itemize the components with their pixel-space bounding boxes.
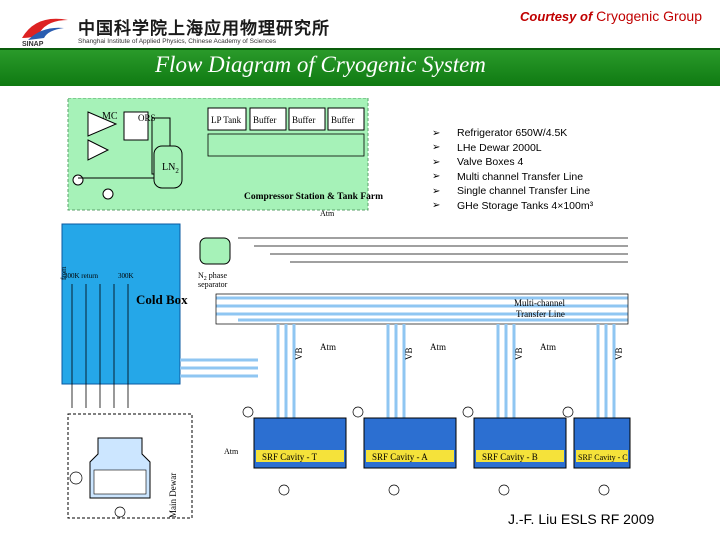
n2-phase-separator	[199, 237, 231, 265]
ln2-tank	[153, 145, 183, 189]
spec-item: ➢ GHe Storage Tanks 4×100m³	[432, 199, 593, 214]
bullet-arrow-icon: ➢	[432, 127, 441, 139]
spec-text: Multi channel Transfer Line	[457, 170, 584, 183]
buffer-tank	[327, 107, 365, 131]
courtesy-group: Cryogenic Group	[596, 8, 702, 24]
ln2-label: LN2	[162, 162, 179, 175]
buffer-label: Buffer	[331, 115, 354, 125]
srf-cavities: SRF Cavity - T SRF Cavity - A SRF Cavity…	[253, 417, 631, 469]
courtesy-credit: Courtesy of Cryogenic Group	[520, 8, 702, 24]
bullet-arrow-icon: ➢	[432, 142, 441, 154]
ors-label: ORS	[138, 113, 156, 123]
atm-label: Atm	[540, 342, 556, 352]
cavity-label: SRF Cavity - B	[482, 452, 538, 462]
cavity-label-bg	[366, 450, 454, 462]
cold-box-top-label2: 300K	[118, 272, 134, 280]
second-compressor-symbol	[87, 139, 110, 161]
buffer-label: Buffer	[253, 115, 276, 125]
cryogenic-flow-diagram: MC ORS LN2 LP Tank Buffer Buffer Buffer …	[60, 98, 631, 519]
cold-box-label: Cold Box	[136, 292, 188, 307]
bullet-arrow-icon: ➢	[432, 185, 441, 197]
system-specs-list: ➢ Refrigerator 650W/4.5K ➢ LHe Dewar 2000L…	[432, 126, 593, 213]
multichannel-label-1: Multi-channel	[514, 298, 565, 308]
atm-label-dewar: Atm	[224, 447, 239, 456]
cavity-label-bg	[256, 450, 344, 462]
compressor-station-label: Compressor Station & Tank Farm	[244, 192, 383, 202]
ors-unit	[123, 111, 149, 141]
spec-text: Refrigerator 650W/4.5K	[457, 127, 568, 140]
cold-box	[61, 223, 181, 385]
cavity-label: SRF Cavity - T	[262, 452, 318, 462]
spec-text: Valve Boxes 4	[457, 156, 524, 169]
vb-label: VB	[614, 347, 624, 360]
transfer-line-outline	[215, 237, 629, 325]
main-compressor-symbol	[87, 111, 118, 137]
spec-item: ➢ Refrigerator 650W/4.5K	[432, 126, 593, 141]
multichannel-transfer-line	[180, 296, 628, 378]
dewar-liquid-level	[93, 469, 147, 495]
valve-box-drops	[276, 324, 616, 418]
vb-label: VB	[514, 347, 524, 360]
cavity-label-bg	[476, 450, 564, 462]
spec-item: ➢ Valve Boxes 4	[432, 155, 593, 170]
vb-label: VB	[294, 347, 304, 360]
spec-item: ➢ LHe Dewar 2000L	[432, 141, 593, 156]
buffer-label: Buffer	[292, 115, 315, 125]
courtesy-prefix: Courtesy of	[520, 9, 593, 24]
buffer-tanks: Buffer Buffer Buffer	[249, 107, 365, 131]
buffer-tank	[288, 107, 326, 131]
cavity-label: SRF Cavity - A	[372, 452, 428, 462]
bullet-arrow-icon: ➢	[432, 156, 441, 168]
bullet-arrow-icon: ➢	[432, 171, 441, 183]
multichannel-label-2: Transfer Line	[516, 309, 565, 319]
sinap-emblem-icon	[22, 18, 68, 40]
spec-text: GHe Storage Tanks 4×100m³	[457, 199, 594, 212]
lp-tank	[207, 107, 247, 131]
instrument-p1	[72, 174, 84, 186]
bullet-arrow-icon: ➢	[432, 200, 441, 212]
n2-separator-label-line2: separator	[198, 280, 228, 289]
spec-text: LHe Dewar 2000L	[457, 141, 542, 154]
institute-logo	[18, 12, 268, 50]
instrument-bubbles	[69, 406, 610, 518]
cavity-label: SRF Cavity - C	[578, 453, 628, 462]
spec-text: Single channel Transfer Line	[457, 185, 591, 198]
slide-title: Flow Diagram of Cryogenic System	[155, 52, 486, 77]
cold-box-pipes	[71, 284, 129, 408]
spec-item: ➢ Single channel Transfer Line	[432, 184, 593, 199]
mc-label: MC	[102, 111, 118, 122]
buffer-tank	[249, 107, 287, 131]
cold-box-top-label: 300K return	[64, 272, 99, 280]
atm-label: Atm	[320, 342, 336, 352]
atm-label: Atm	[430, 342, 446, 352]
tank-header-pipe	[207, 133, 365, 157]
cold-box-stream-label: from	[60, 266, 68, 280]
logo-english-name: Shanghai Institute of Applied Physics, C…	[78, 38, 277, 45]
main-dewar-label: Main Dewar	[168, 473, 178, 518]
title-banner	[0, 48, 720, 86]
logo-chinese-name: 中国科学院上海应用物理研究所	[78, 19, 330, 39]
logo-abbreviation: SINAP	[22, 41, 44, 48]
instrument-t1	[102, 188, 114, 200]
lp-tank-label: LP Tank	[211, 115, 242, 125]
n2-separator-label: N2 phase	[198, 271, 227, 282]
cavity-label-bg	[576, 450, 628, 462]
spec-item: ➢ Multi channel Transfer Line	[432, 170, 593, 185]
author-credit: J.-F. Liu ESLS RF 2009	[508, 511, 655, 527]
vb-label: VB	[404, 347, 414, 360]
atm-label-top: Atm	[320, 209, 335, 218]
